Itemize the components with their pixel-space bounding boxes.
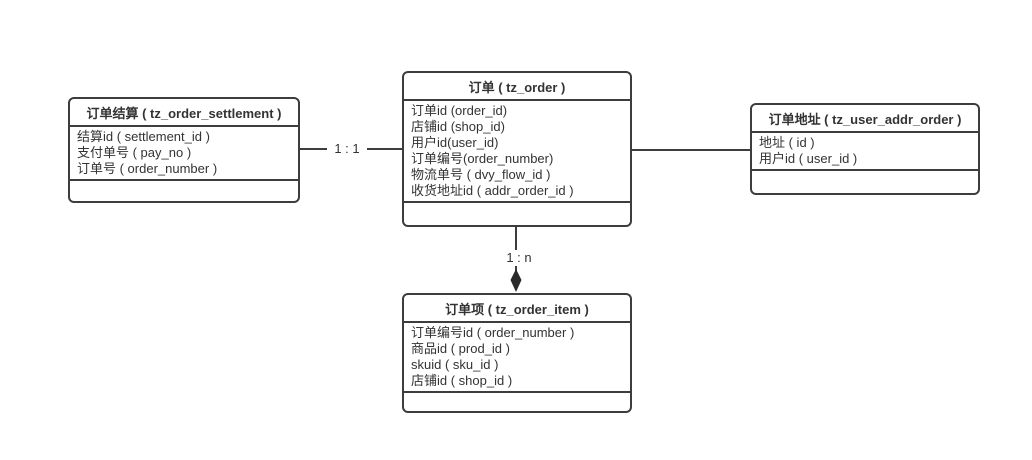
entity-fields: 订单编号id ( order_number )商品id ( prod_id )s… xyxy=(404,323,630,393)
entity-empty-compartment xyxy=(404,393,630,411)
entity-field: 支付单号 ( pay_no ) xyxy=(77,145,192,160)
entity-field: 店铺id ( shop_id ) xyxy=(411,373,513,388)
entity-title: 订单 ( tz_order ) xyxy=(404,73,630,101)
entity-field: 商品id ( prod_id ) xyxy=(411,341,510,356)
entity-field: 物流单号 ( dvy_flow_id ) xyxy=(411,167,551,182)
entity-user-addr-order[interactable]: 订单地址 ( tz_user_addr_order ) 地址 ( id )用户i… xyxy=(750,103,980,195)
entity-order[interactable]: 订单 ( tz_order ) 订单id (order_id)店铺id (sho… xyxy=(402,71,632,227)
entity-title: 订单结算 ( tz_order_settlement ) xyxy=(70,99,298,127)
entity-empty-compartment xyxy=(404,203,630,225)
entity-empty-compartment xyxy=(70,181,298,201)
entity-field: 订单编号id ( order_number ) xyxy=(411,325,575,340)
diamond-arrowhead-icon xyxy=(510,269,522,292)
entity-field: 订单编号(order_number) xyxy=(411,151,554,166)
entity-order-settlement[interactable]: 订单结算 ( tz_order_settlement ) 结算id ( sett… xyxy=(68,97,300,203)
entity-field: skuid ( sku_id ) xyxy=(411,357,499,372)
entity-field: 结算id ( settlement_id ) xyxy=(77,129,210,144)
entity-fields: 订单id (order_id)店铺id (shop_id)用户id(user_i… xyxy=(404,101,630,203)
entity-field: 订单id (order_id) xyxy=(411,103,508,118)
entity-field: 用户id(user_id) xyxy=(411,135,499,150)
entity-field: 用户id ( user_id ) xyxy=(759,151,858,166)
entity-field: 收货地址id ( addr_order_id ) xyxy=(411,183,574,198)
cardinality-label-1-n: 1 : n xyxy=(497,250,541,266)
entity-empty-compartment xyxy=(752,171,978,193)
entity-field: 订单号 ( order_number ) xyxy=(77,161,218,176)
entity-title: 订单地址 ( tz_user_addr_order ) xyxy=(752,105,978,133)
entity-field: 店铺id (shop_id) xyxy=(411,119,505,134)
cardinality-label-1-1: 1 : 1 xyxy=(327,141,367,157)
entity-field: 地址 ( id ) xyxy=(759,135,815,150)
entity-fields: 结算id ( settlement_id )支付单号 ( pay_no )订单号… xyxy=(70,127,298,181)
entity-title: 订单项 ( tz_order_item ) xyxy=(404,295,630,323)
entity-order-item[interactable]: 订单项 ( tz_order_item ) 订单编号id ( order_num… xyxy=(402,293,632,413)
entity-fields: 地址 ( id )用户id ( user_id ) xyxy=(752,133,978,171)
